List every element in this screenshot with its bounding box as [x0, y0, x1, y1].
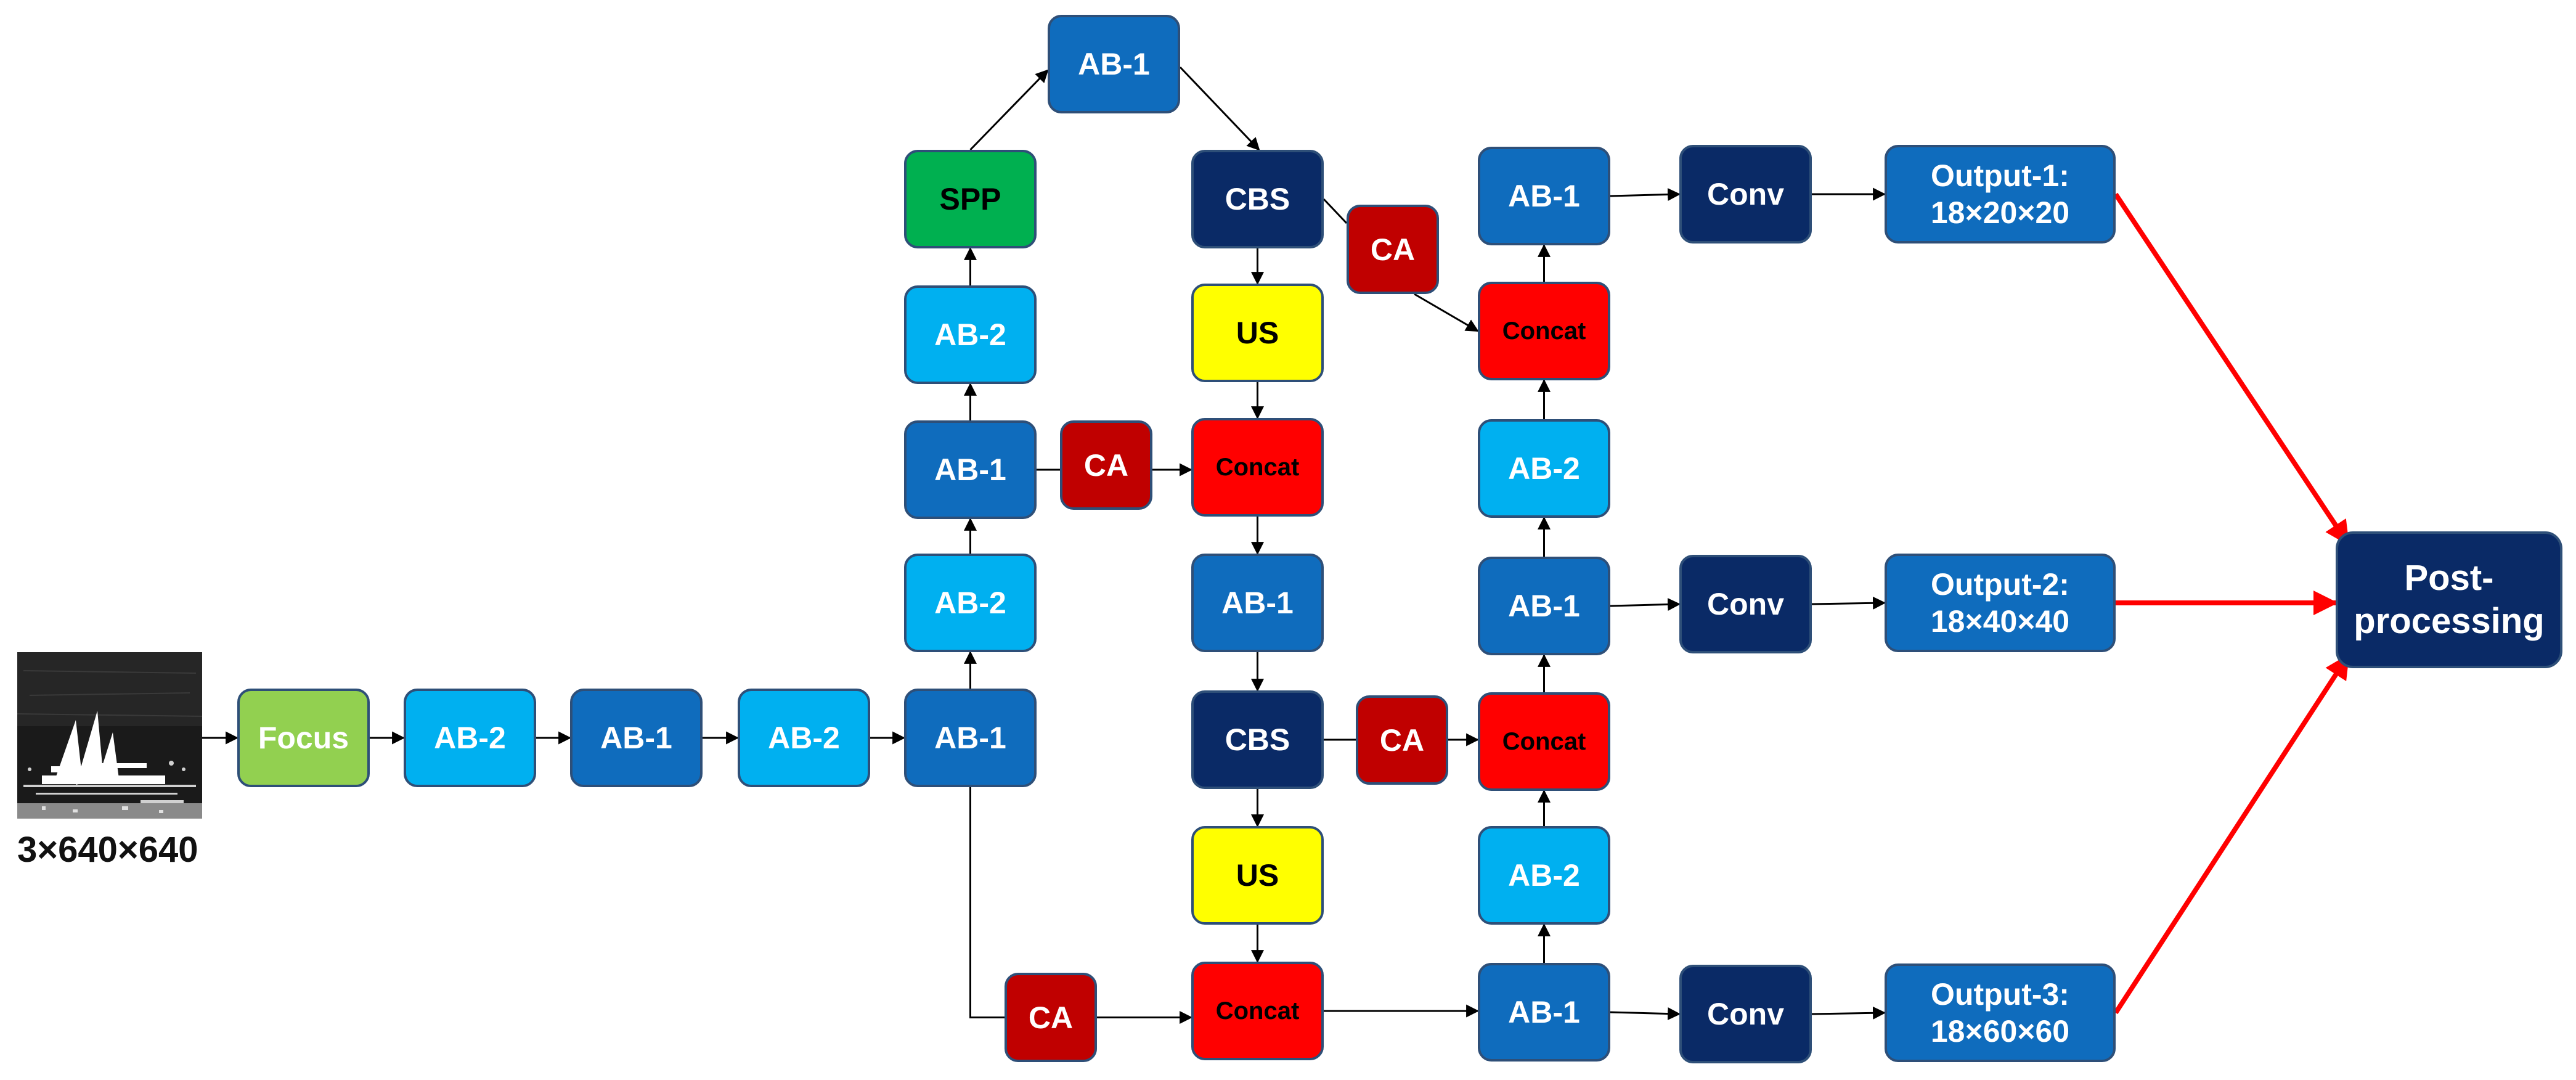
node-label: AB-2	[934, 586, 1006, 620]
edge-out1-post	[2113, 192, 2350, 546]
edge-conv-out-2	[1811, 596, 1886, 610]
node-bb-ab2-3: AB-2	[904, 554, 1037, 652]
node-label: Conv	[1707, 997, 1784, 1031]
edge-ab1-ca-bottom	[969, 787, 1005, 1018]
node-label: CBS	[1225, 182, 1290, 216]
node-bb-ab2-4: AB-2	[904, 285, 1037, 384]
edge-spp-top	[969, 69, 1049, 151]
node-label: US	[1236, 316, 1279, 350]
node-ca-top: CA	[1347, 205, 1439, 294]
node-label: Focus	[258, 721, 349, 755]
edge-pan-conv-2	[1610, 598, 1681, 612]
node-label: AB-2	[434, 721, 506, 755]
edge-top-cbs	[1179, 66, 1260, 151]
node-label: AB-1	[934, 721, 1006, 755]
node-label: Output-1: 18×20×20	[1930, 158, 2070, 230]
node-bb-ab2-2: AB-2	[738, 689, 870, 787]
node-label: AB-1	[600, 721, 672, 755]
node-ca-bottom: CA	[1005, 973, 1097, 1062]
node-spp: SPP	[904, 150, 1037, 248]
node-conv-3: Conv	[1679, 965, 1812, 1063]
edge-conv-out-3	[1811, 1006, 1886, 1020]
node-ca-mid: CA	[1060, 420, 1152, 510]
node-label: Concat	[1215, 454, 1300, 481]
node-pan-ab1-3: AB-1	[1478, 147, 1610, 245]
edge-pan-conv-3	[1610, 1007, 1681, 1020]
node-label: Post- processing	[2354, 558, 2545, 641]
node-concat-2: Concat	[1191, 962, 1324, 1060]
node-label: AB-2	[934, 317, 1006, 352]
node-label: Conv	[1707, 587, 1784, 621]
node-label: AB-1	[1508, 589, 1580, 623]
node-label: CA	[1028, 1000, 1074, 1035]
node-label: CA	[1370, 232, 1416, 267]
node-pan-concat-1: Concat	[1478, 692, 1610, 791]
node-us-1: US	[1191, 284, 1324, 382]
node-focus: Focus	[237, 689, 370, 787]
node-label: CA	[1083, 448, 1129, 483]
node-conv-2: Conv	[1679, 555, 1812, 653]
edge-cbs-ca-top	[1323, 198, 1348, 224]
node-label: CA	[1379, 722, 1425, 758]
node-cbs-2: CBS	[1191, 690, 1324, 789]
node-label: AB-2	[1508, 451, 1580, 486]
node-label: Output-2: 18×40×40	[1930, 567, 2070, 639]
node-bb-ab1-1: AB-1	[570, 689, 703, 787]
node-label: Concat	[1502, 728, 1586, 755]
node-top-ab1: AB-1	[1048, 15, 1180, 113]
edge-pan-conv-1	[1610, 188, 1681, 202]
input-image	[17, 652, 203, 819]
node-pan-ab2-2: AB-2	[1478, 419, 1610, 518]
node-pan-ab1-2: AB-1	[1478, 557, 1610, 655]
node-cbs-1: CBS	[1191, 150, 1324, 248]
night-ship-infrared-image	[17, 652, 203, 819]
node-label: AB-1	[1078, 47, 1150, 81]
node-label: Output-3: 18×60×60	[1930, 977, 2070, 1049]
node-pan-ab2-1: AB-2	[1478, 826, 1610, 925]
node-output-1: Output-1: 18×20×20	[1885, 145, 2116, 243]
node-bb-ab1-2: AB-1	[904, 689, 1037, 787]
edge-ca-top-concat	[1414, 293, 1479, 332]
node-label: AB-1	[1221, 586, 1294, 620]
node-post: Post- processing	[2336, 531, 2562, 668]
node-output-2: Output-2: 18×40×40	[1885, 554, 2116, 652]
node-pan-concat-2: Concat	[1478, 282, 1610, 380]
node-bb-ab1-3: AB-1	[904, 420, 1037, 519]
node-label: SPP	[939, 182, 1001, 216]
node-label: Concat	[1215, 997, 1300, 1025]
node-label: AB-1	[1508, 995, 1580, 1029]
node-label: CBS	[1225, 722, 1290, 757]
node-us-2: US	[1191, 826, 1324, 925]
edge-out3-post	[2113, 653, 2350, 1015]
node-concat-1: Concat	[1191, 418, 1324, 517]
node-conv-1: Conv	[1679, 145, 1812, 243]
node-label: AB-2	[1508, 858, 1580, 893]
node-label: Concat	[1502, 317, 1586, 345]
node-output-3: Output-3: 18×60×60	[1885, 963, 2116, 1062]
node-bb-ab2-1: AB-2	[404, 689, 536, 787]
input-shape-label: 3×640×640	[17, 830, 198, 870]
node-neck-ab1-1: AB-1	[1191, 554, 1324, 652]
node-label: US	[1236, 858, 1279, 893]
node-ca-lower: CA	[1356, 695, 1448, 785]
node-pan-ab1-1: AB-1	[1478, 963, 1610, 1062]
node-label: AB-2	[768, 721, 840, 755]
node-label: AB-1	[1508, 179, 1580, 213]
node-label: AB-1	[934, 452, 1006, 487]
node-label: Conv	[1707, 177, 1784, 211]
